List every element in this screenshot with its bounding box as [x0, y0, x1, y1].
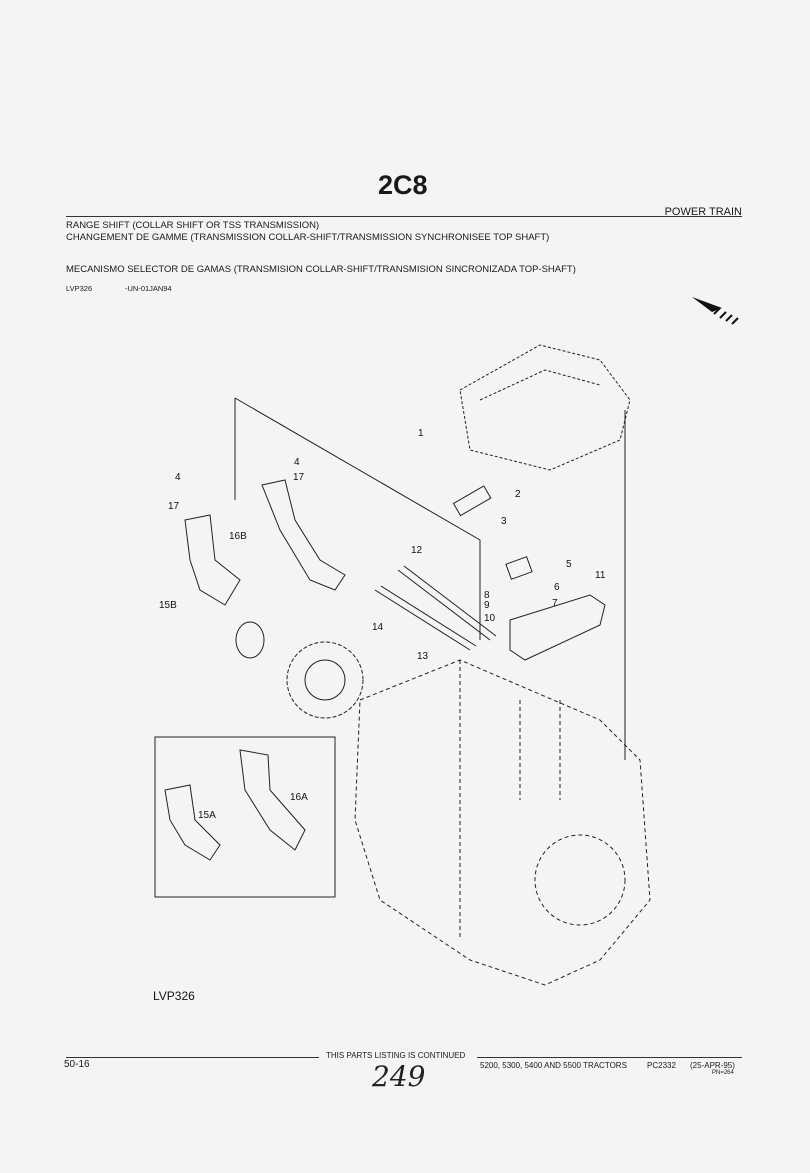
callout-11: 11: [595, 570, 606, 581]
collar: [235, 621, 265, 659]
callout-16b: 16B: [229, 531, 247, 542]
title-spanish: MECANISMO SELECTOR DE GAMAS (TRANSMISION…: [66, 264, 576, 275]
part-2: [452, 485, 492, 517]
callouts: 1 2 3 4 4 17 17 16B 15B 12 5 6 11 8 9 7 …: [153, 428, 606, 1003]
transmission-case: [354, 659, 651, 986]
callout-14: 14: [372, 622, 384, 633]
callout-13: 13: [417, 651, 429, 662]
callout-5: 5: [566, 559, 572, 570]
handwritten-page-number: 249: [372, 1060, 426, 1093]
shift-fork-16a: [239, 749, 306, 851]
part-5: [505, 556, 533, 580]
callout-6: 6: [554, 582, 560, 593]
shift-fork-16b: [261, 479, 346, 591]
figure-ref-date: -UN-01JAN94: [125, 284, 172, 293]
catalog-date: (25-APR-95): [690, 1061, 735, 1070]
callout-7: 7: [552, 598, 558, 609]
shift-fork-15b: [184, 514, 241, 606]
shift-rail-12: [397, 565, 497, 641]
page-code: 2C8: [378, 170, 428, 200]
header-rule: [66, 216, 742, 217]
callout-12: 12: [411, 545, 423, 556]
shift-rail-14: [374, 585, 477, 651]
callout-4: 4: [175, 472, 181, 483]
callout-15b: 15B: [159, 600, 177, 611]
callout-8: 8: [484, 590, 490, 601]
callout-16a: 16A: [290, 792, 308, 803]
section-name: POWER TRAIN: [664, 206, 742, 218]
detent-block-11: [509, 594, 606, 661]
callout-3: 3: [501, 516, 507, 527]
callout-15a: 15A: [198, 810, 216, 821]
figure-ref: LVP326: [66, 284, 93, 293]
callout-4: 4: [294, 457, 300, 468]
tractor-models: 5200, 5300, 5400 AND 5500 TRACTORS: [480, 1061, 627, 1070]
pn-number: PN=264: [712, 1070, 734, 1076]
shift-housing: [459, 344, 631, 471]
title-french: CHANGEMENT DE GAMME (TRANSMISSION COLLAR…: [66, 232, 550, 243]
callout-1: 1: [418, 428, 424, 439]
shift-fork-15a: [164, 784, 221, 861]
direction-arrow-icon: [692, 297, 739, 325]
footer-rule: [477, 1057, 742, 1058]
gear: [286, 641, 364, 719]
figure-label: LVP326: [153, 989, 195, 1003]
callout-17: 17: [293, 472, 305, 483]
callout-10: 10: [484, 613, 496, 624]
title-english: RANGE SHIFT (COLLAR SHIFT OR TSS TRANSMI…: [66, 220, 320, 231]
callout-9: 9: [484, 600, 490, 611]
catalog-number: PC2332: [647, 1061, 676, 1070]
page-number: 50-16: [64, 1059, 90, 1070]
continued-note: THIS PARTS LISTING IS CONTINUED: [326, 1051, 466, 1060]
footer-rule: [66, 1057, 319, 1058]
callout-2: 2: [515, 489, 521, 500]
inset-box: [154, 736, 336, 898]
callout-17: 17: [168, 501, 180, 512]
